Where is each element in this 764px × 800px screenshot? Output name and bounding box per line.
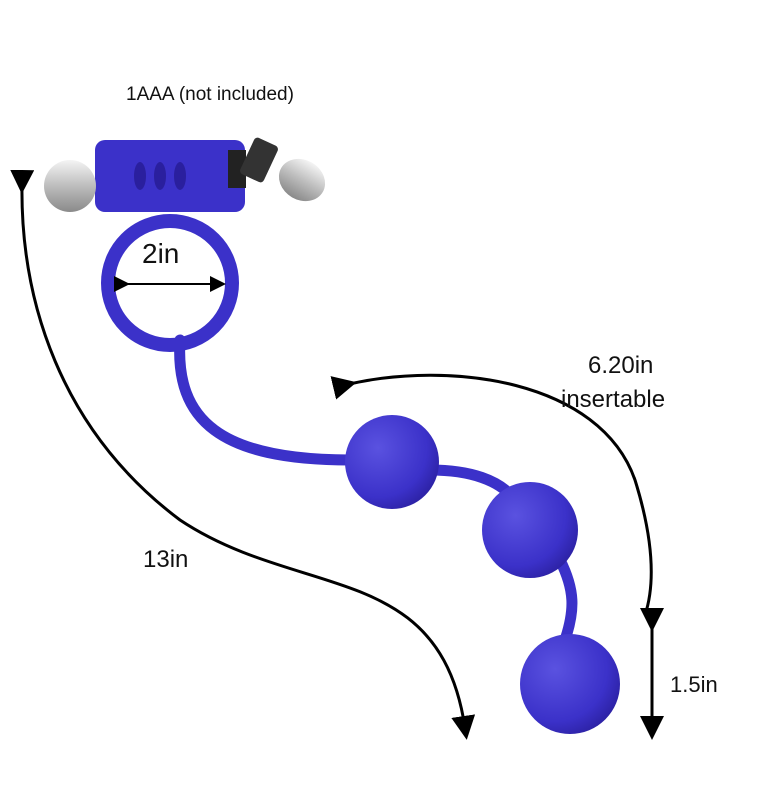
battery-note: 1AAA (not included) — [126, 84, 294, 105]
insertable-word-label: insertable — [561, 386, 666, 413]
total-length-label: 13in — [143, 546, 189, 573]
vibrator-bullet — [44, 137, 326, 212]
bead-1 — [345, 415, 439, 509]
bead-3 — [520, 634, 620, 734]
bead-diameter-label: 1.5in — [670, 672, 718, 697]
bead-2 — [482, 482, 578, 578]
insertable-arrow — [330, 373, 653, 616]
total-length-arrow — [10, 169, 476, 740]
ring-diameter-label: 2in — [142, 238, 180, 269]
insertable-length-label: 6.20in — [588, 352, 654, 379]
